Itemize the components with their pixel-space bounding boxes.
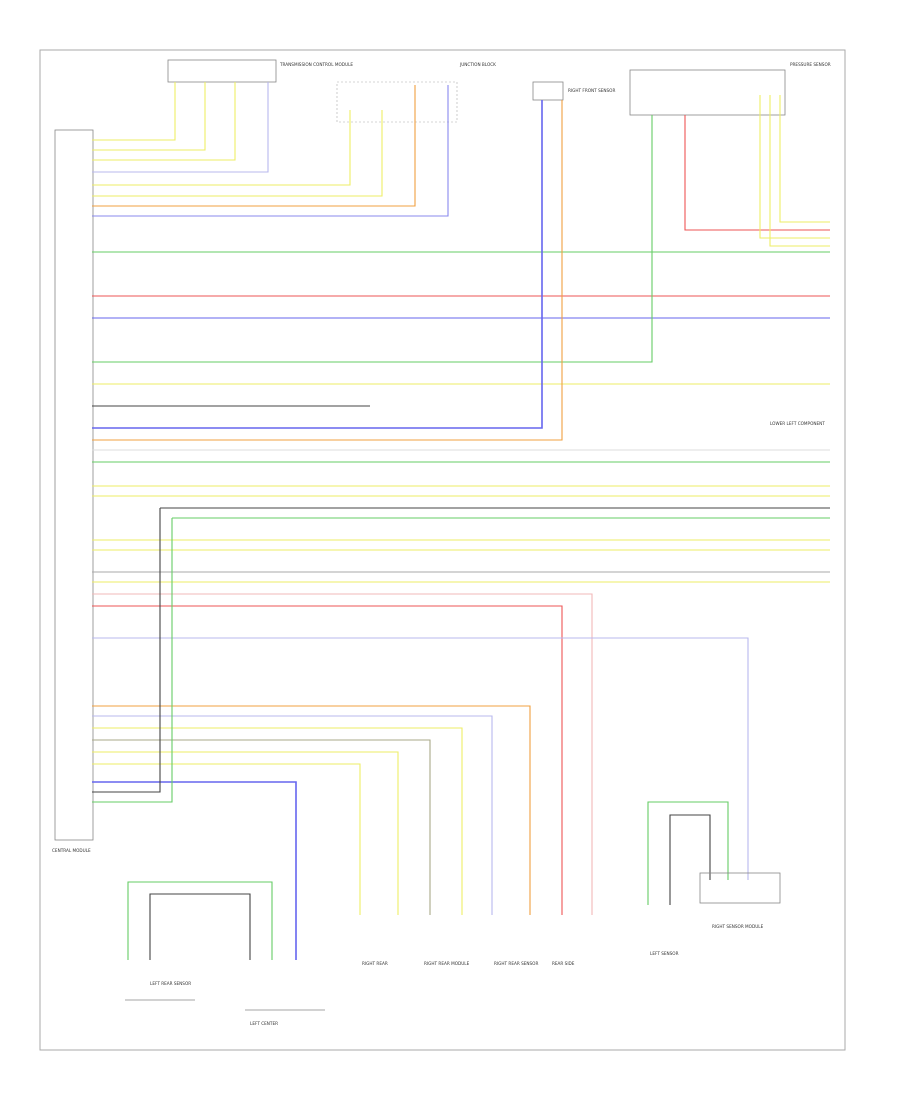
svg-text:RIGHT REAR: RIGHT REAR [362, 961, 388, 966]
svg-text:REAR SIDE: REAR SIDE [552, 961, 575, 966]
svg-text:TRANSMISSION CONTROL MODULE: TRANSMISSION CONTROL MODULE [279, 62, 353, 67]
wire-orange [92, 705, 531, 915]
wire-blue [92, 781, 297, 960]
wire-yellow [92, 82, 176, 141]
lower-left-component-label: LOWER LEFT COMPONENT [770, 421, 825, 426]
svg-text:RIGHT SENSOR MODULE: RIGHT SENSOR MODULE [712, 924, 764, 929]
right-sensor-module-box [699, 872, 781, 904]
left-center-label: LEFT CENTER [250, 1021, 278, 1026]
right-rear-module-label: RIGHT REAR MODULE [424, 961, 470, 966]
svg-text:LOWER LEFT COMPONENT: LOWER LEFT COMPONENT [770, 421, 825, 426]
svg-text:RIGHT REAR SENSOR: RIGHT REAR SENSOR [494, 961, 538, 966]
junction-label: JUNCTION BLOCK [459, 62, 496, 67]
wire-green [92, 115, 653, 363]
junction-connector [336, 81, 458, 123]
wire-blue [92, 85, 449, 217]
wire-blue [92, 100, 543, 429]
right-front-sensor-label: RIGHT FRONT SENSOR [568, 88, 615, 93]
left-rear-sensor-label: LEFT REAR SENSOR [150, 981, 191, 986]
wire-yellow [759, 95, 830, 239]
svg-text:PRESSURE SENSOR: PRESSURE SENSOR [790, 62, 831, 67]
svg-text:RIGHT REAR MODULE: RIGHT REAR MODULE [424, 961, 470, 966]
wire-green [92, 518, 173, 803]
wire-black [92, 508, 161, 793]
main-module-label: CENTRAL MODULE [52, 848, 91, 853]
wire-red [92, 605, 563, 915]
svg-text:LEFT SENSOR: LEFT SENSOR [650, 951, 679, 956]
wire-yellow [92, 82, 236, 161]
rear-side-label: REAR SIDE [552, 961, 575, 966]
main-module-block [54, 129, 94, 841]
transmission-label: TRANSMISSION CONTROL MODULE [279, 62, 353, 67]
pressure-sensor-label: PRESSURE SENSOR [790, 62, 831, 67]
diagram-frame [39, 49, 846, 1051]
wire-pink [92, 593, 593, 915]
wire-yellow [92, 751, 399, 915]
wire-yellow [92, 763, 361, 915]
svg-text:JUNCTION BLOCK: JUNCTION BLOCK [459, 62, 496, 67]
wire-lavender [92, 82, 269, 173]
right-rear-sensor-label: RIGHT REAR SENSOR [494, 961, 538, 966]
wire-yellow [92, 110, 383, 197]
wire-green [127, 881, 273, 960]
wire-yellow [92, 110, 351, 186]
svg-text:LEFT REAR SENSOR: LEFT REAR SENSOR [150, 981, 191, 986]
wire-black [669, 814, 711, 905]
svg-text:RIGHT FRONT SENSOR: RIGHT FRONT SENSOR [568, 88, 615, 93]
right-front-sensor-box [532, 81, 564, 101]
wire-yellow [769, 95, 830, 247]
left-sensor-label: LEFT SENSOR [650, 951, 679, 956]
wire-black [149, 893, 251, 960]
wire-orange [92, 85, 416, 207]
right-sensor-module-label: RIGHT SENSOR MODULE [712, 924, 764, 929]
pressure-module-box [629, 69, 786, 116]
wire-gray [92, 739, 431, 915]
wire-yellow [92, 82, 206, 151]
transmission-connector [167, 59, 277, 83]
wire-orange [92, 100, 563, 441]
wire-lavender [92, 715, 493, 915]
wire-yellow [92, 727, 463, 915]
wire-red [684, 115, 830, 231]
wire-green [647, 801, 729, 905]
wire-group [92, 82, 830, 960]
svg-text:CENTRAL MODULE: CENTRAL MODULE [52, 848, 91, 853]
svg-text:LEFT CENTER: LEFT CENTER [250, 1021, 278, 1026]
right-rear-label: RIGHT REAR [362, 961, 388, 966]
wire-lavender [92, 637, 749, 880]
wire-yellow [779, 95, 830, 223]
